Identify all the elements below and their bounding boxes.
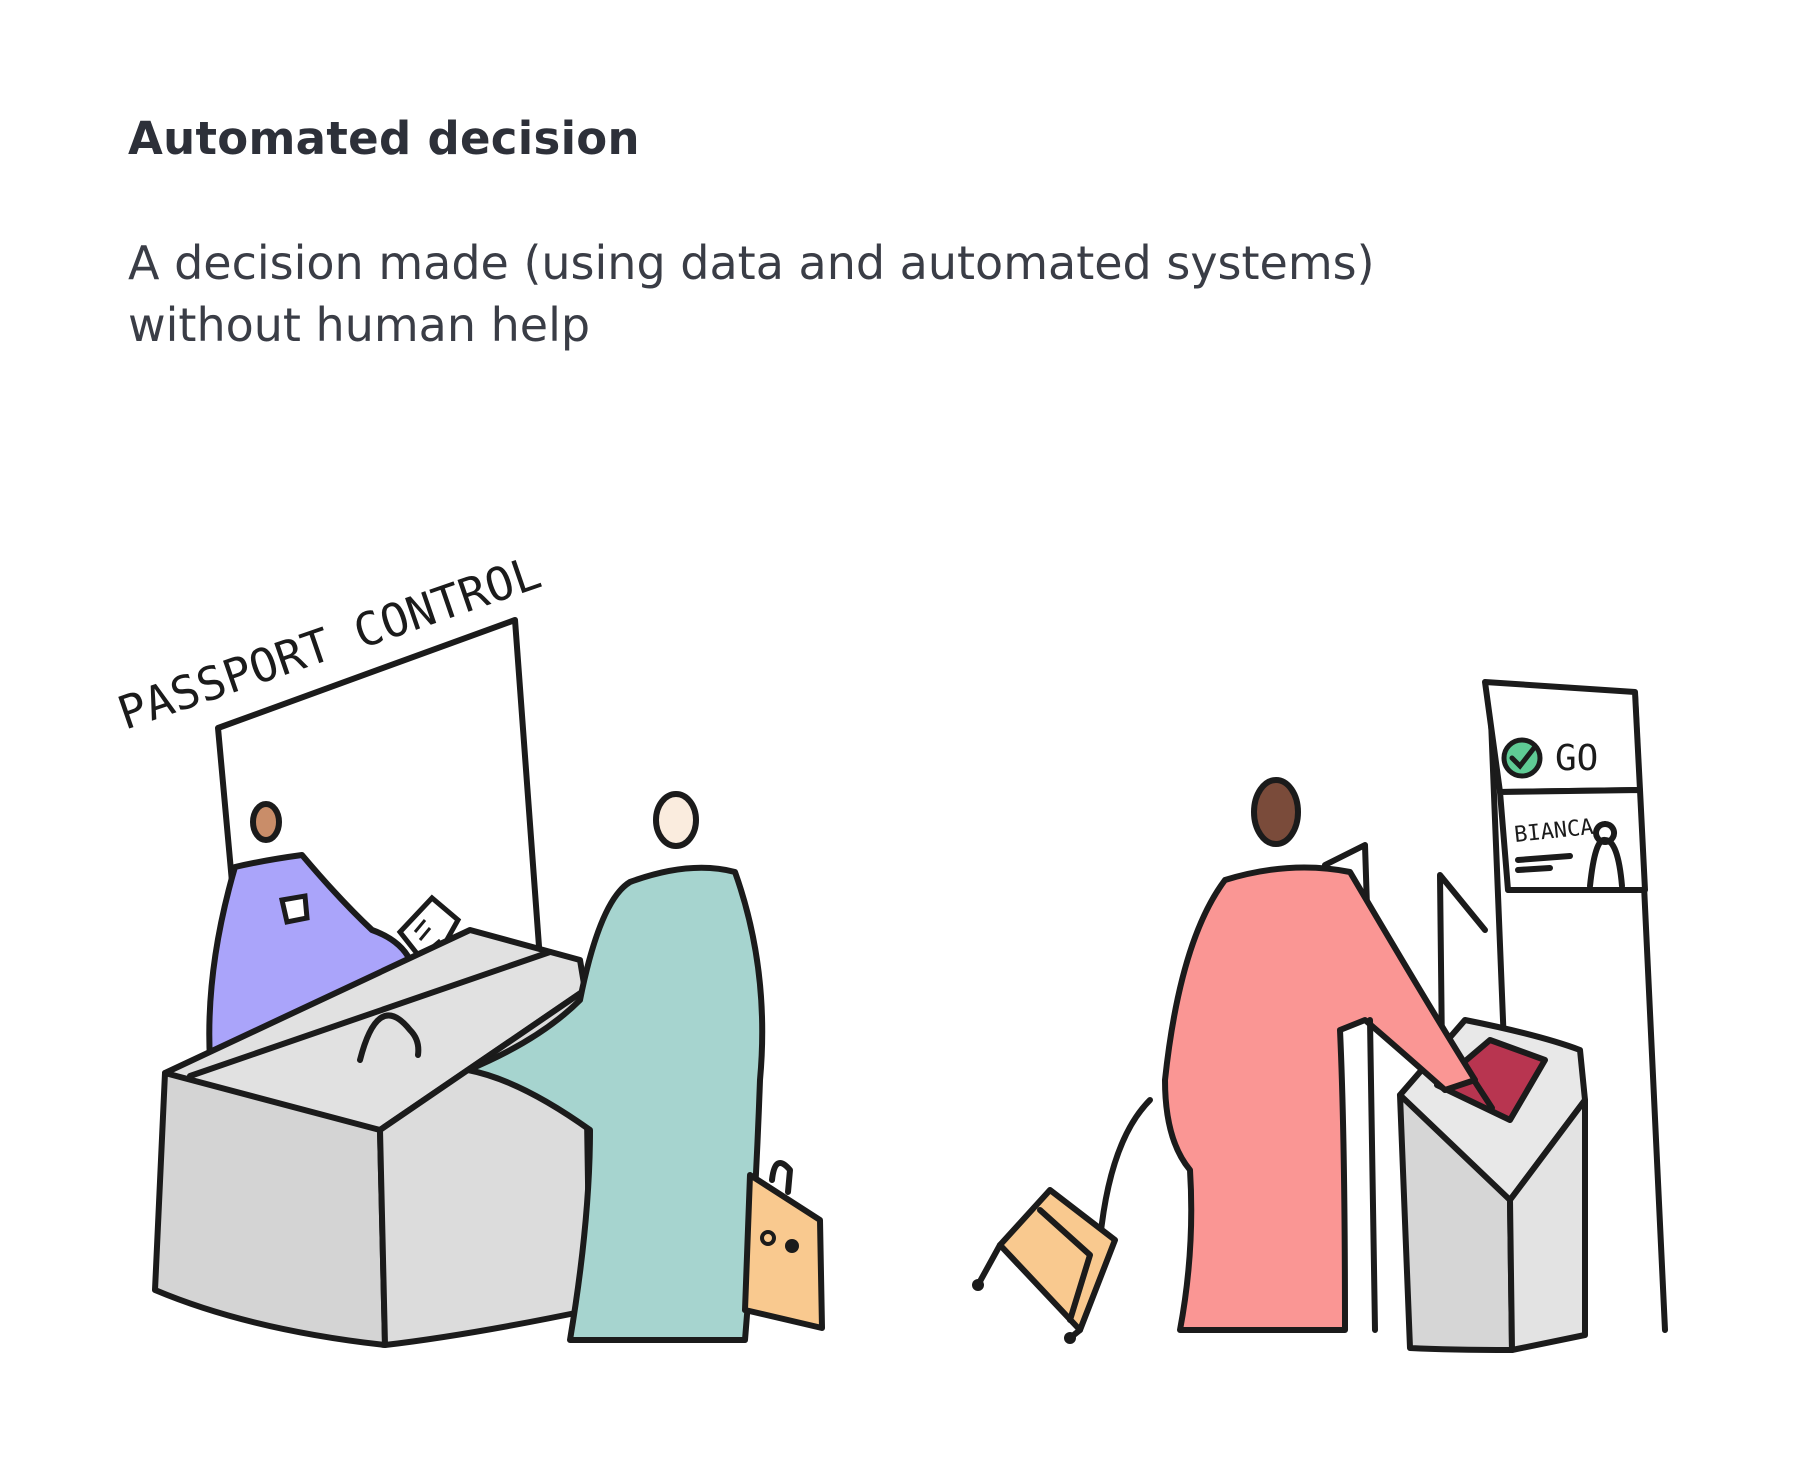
passport-control-sign: PASSPORT CONTROL <box>111 545 548 740</box>
definition-line-2: without human help <box>128 298 591 352</box>
desk-front <box>152 1070 388 1348</box>
traveller-left-body <box>465 864 766 1343</box>
passport-control-illustration: PASSPORT CONTROL <box>111 545 1668 1353</box>
officer-badge-icon <box>278 893 310 925</box>
definition-line-1: A decision made (using data and automate… <box>128 236 1375 290</box>
screen-status: GO <box>1555 738 1598 779</box>
gate-screen-lower <box>1497 787 1648 893</box>
officer-head <box>250 801 282 843</box>
automated-gate-scene: GO BIANCA <box>972 679 1668 1353</box>
trolley-luggage-icon <box>972 1187 1118 1344</box>
screen-person-icon <box>1587 821 1625 889</box>
term-title: Automated decision <box>128 112 640 165</box>
passport-icon <box>1434 1037 1548 1123</box>
term-definition: A decision made (using data and automate… <box>128 232 1548 356</box>
check-icon <box>1501 737 1543 779</box>
traveller-left-head <box>653 791 699 849</box>
manual-passport-control-scene: PASSPORT CONTROL <box>111 545 825 1348</box>
traveller-right-head <box>1251 777 1301 847</box>
briefcase-icon <box>742 1160 825 1331</box>
traveller-right-body <box>1162 864 1478 1333</box>
